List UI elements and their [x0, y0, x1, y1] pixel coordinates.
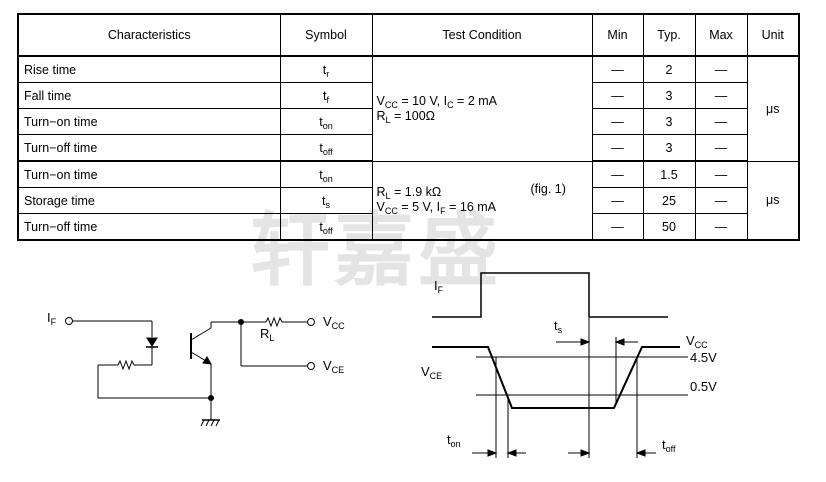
- row-symbol: toff: [279, 213, 373, 241]
- table-row: Storage time ts — 25 —: [17, 187, 799, 214]
- row-characteristic: Turn−off time: [17, 134, 281, 162]
- row-symbol: ts: [279, 187, 373, 214]
- timing-level-high: 4.5V: [690, 350, 717, 365]
- unit-group-2: μs: [746, 160, 800, 241]
- row-typ: 25: [642, 187, 696, 214]
- circuit-vce-label: VCE: [323, 358, 345, 375]
- row-max: —: [694, 82, 748, 109]
- row-min: —: [591, 108, 644, 135]
- table-row: Turn−on time ton — 3 —: [17, 108, 799, 135]
- timing-if-label: IF: [434, 278, 444, 295]
- timing-diagram: [432, 272, 688, 458]
- row-symbol: toff: [279, 134, 373, 162]
- header-symbol: Symbol: [279, 13, 373, 57]
- watermark: 轩嘉盛: [250, 204, 502, 297]
- row-characteristic: Turn−off time: [17, 213, 281, 241]
- header-characteristics: Characteristics: [17, 13, 281, 57]
- row-characteristic: Turn−on time: [17, 160, 281, 188]
- table-row: Turn−off time toff — 3 —: [17, 134, 799, 162]
- test-condition-group-1: VCC = 10 V, IC = 2 mA RL = 100Ω: [371, 55, 593, 162]
- row-min: —: [591, 213, 644, 241]
- row-max: —: [694, 213, 748, 241]
- row-typ: 3: [642, 108, 696, 135]
- row-characteristic: Rise time: [17, 55, 281, 83]
- timing-ts-label: ts: [554, 318, 563, 335]
- header-min: Min: [591, 13, 644, 57]
- table-row: Turn−off time toff — 50 —: [17, 213, 799, 241]
- led-diode-icon: [146, 337, 158, 347]
- timing-level-low: 0.5V: [690, 379, 717, 394]
- loop-resistor-icon: [117, 359, 135, 371]
- circuit-vcc-label: VCC: [323, 314, 345, 331]
- row-typ: 1.5: [642, 160, 696, 188]
- timing-vce-label: VCE: [421, 364, 443, 381]
- timing-toff-label: toff: [662, 437, 676, 454]
- test-circuit-diagram: [65, 316, 315, 427]
- row-max: —: [694, 160, 748, 188]
- fig-reference: (fig. 1): [530, 182, 566, 197]
- condition-line: VCC = 5 V, IF = 16 mA: [376, 200, 497, 217]
- if-pulse-waveform: [432, 272, 668, 318]
- header-unit: Unit: [746, 13, 800, 57]
- vce-waveform: [432, 346, 680, 409]
- row-max: —: [694, 187, 748, 214]
- row-min: —: [591, 160, 644, 188]
- row-max: —: [694, 108, 748, 135]
- condition-line: RL = 1.9 kΩ(fig. 1): [376, 182, 566, 202]
- row-min: —: [591, 82, 644, 109]
- row-max: —: [694, 134, 748, 162]
- condition-line: VCC = 10 V, IC = 2 mA: [376, 93, 498, 110]
- row-characteristic: Turn−on time: [17, 108, 281, 135]
- condition-line: RL = 100Ω: [376, 108, 436, 125]
- switching-characteristics-table: Characteristics Symbol Test Condition Mi…: [17, 13, 800, 241]
- circuit-if-label: IF: [47, 310, 57, 327]
- timing-vcc-label: VCC: [686, 333, 708, 350]
- unit-group-1: μs: [746, 55, 800, 162]
- table-row: Rise time tr VCC = 10 V, IC = 2 mA RL = …: [17, 55, 800, 162]
- row-characteristic: Storage time: [17, 187, 281, 214]
- row-symbol: ton: [279, 108, 373, 135]
- load-resistor-icon: [265, 316, 283, 328]
- if-terminal: [65, 317, 73, 325]
- row-typ: 3: [642, 82, 696, 109]
- table-header-row: Characteristics Symbol Test Condition Mi…: [17, 13, 800, 57]
- timing-ton-label: ton: [447, 432, 461, 449]
- row-min: —: [591, 134, 644, 162]
- row-min: —: [591, 55, 644, 83]
- row-min: —: [591, 187, 644, 214]
- vce-terminal: [307, 362, 315, 370]
- header-typ: Typ.: [642, 13, 696, 57]
- circuit-rl-label: RL: [260, 326, 275, 343]
- row-symbol: tr: [279, 55, 373, 83]
- vcc-terminal: [307, 318, 315, 326]
- test-condition-group-2: RL = 1.9 kΩ(fig. 1) VCC = 5 V, IF = 16 m…: [371, 160, 593, 241]
- header-max: Max: [694, 13, 748, 57]
- row-typ: 50: [642, 213, 696, 241]
